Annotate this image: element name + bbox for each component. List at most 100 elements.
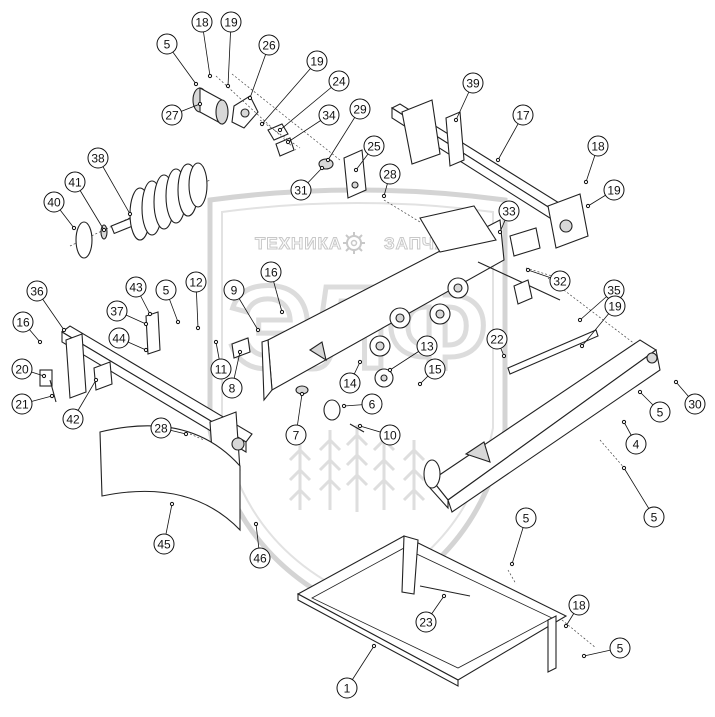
callout-c27: 27 <box>161 101 203 126</box>
callout-bubble <box>258 34 280 56</box>
callout-c18b: 18 <box>583 135 609 185</box>
pulley-6 <box>323 399 341 421</box>
watermark-text-left: ТЕХНИКА <box>255 234 342 253</box>
leader-dot <box>197 101 203 107</box>
callout-label: 15 <box>428 363 442 377</box>
leader-dot <box>381 193 387 199</box>
leader-dot <box>93 377 99 383</box>
callout-bubble <box>684 393 706 415</box>
callout-label: 8 <box>229 382 236 396</box>
callout-c7: 7 <box>285 391 307 446</box>
leader-dot <box>175 319 181 325</box>
callout-label: 44 <box>112 332 126 346</box>
callout-c4: 4 <box>621 419 647 455</box>
leader-line <box>279 80 340 131</box>
callout-bubble <box>498 200 520 222</box>
callout-c12: 12 <box>185 271 207 331</box>
callout-c19c: 19 <box>585 179 625 209</box>
bolt-21 <box>49 379 57 403</box>
leader-dot <box>101 227 107 233</box>
callout-bubble <box>349 98 371 120</box>
callout-c13: 13 <box>387 335 438 373</box>
callout-c43: 43 <box>125 276 153 317</box>
leader-dot <box>61 327 67 333</box>
pulley-40 <box>75 221 93 259</box>
callout-label: 25 <box>367 140 381 154</box>
guide-rail <box>507 277 649 375</box>
callout-label: 32 <box>553 275 567 289</box>
leader-dot <box>143 321 149 327</box>
leader-line <box>227 21 232 87</box>
parts <box>39 73 661 687</box>
callout-c19b: 19 <box>259 50 328 127</box>
leader-dot <box>325 157 331 163</box>
callout-label: 5 <box>657 406 664 420</box>
leader-dot <box>341 403 347 409</box>
callout-c17: 17 <box>495 104 534 163</box>
callout-c26: 26 <box>247 34 280 101</box>
callout-label: 19 <box>310 55 324 69</box>
callout-c41: 41 <box>64 171 107 233</box>
callout-bubble <box>43 191 65 213</box>
beam36-left-bracket <box>65 333 87 399</box>
leader-dot <box>195 325 201 331</box>
frame1-leg <box>547 615 557 673</box>
callout-label: 9 <box>231 284 238 298</box>
beam-right-bearing <box>559 219 573 233</box>
callout-c5a: 5 <box>156 33 199 87</box>
cross-beam-17 <box>390 99 589 249</box>
callout-bubble <box>11 358 33 380</box>
leader-dot <box>143 347 149 353</box>
plate-37 <box>145 311 161 355</box>
leader-dot <box>621 419 627 425</box>
callout-c42: 42 <box>62 377 99 430</box>
leader-dot <box>495 157 501 163</box>
callout-c36: 36 <box>26 280 67 333</box>
leader-dot <box>255 327 261 333</box>
callout-c19a: 19 <box>220 11 242 89</box>
callout-c39: 39 <box>453 72 484 123</box>
callout-c20: 20 <box>11 358 47 380</box>
leader-dot <box>501 353 507 359</box>
callout-c44: 44 <box>108 327 149 353</box>
leader-dot <box>357 423 363 429</box>
callout-c9: 9 <box>223 279 261 333</box>
callout-c5b: 5 <box>155 279 181 325</box>
motor-face <box>215 99 229 125</box>
callout-label: 19 <box>224 16 238 30</box>
callout-label: 18 <box>572 599 586 613</box>
callout-bubble <box>424 358 446 380</box>
leader-dot <box>237 349 243 355</box>
bushing-20 <box>39 369 53 387</box>
frame-right-wheel <box>423 459 441 489</box>
leader-dot <box>169 501 175 507</box>
callout-label: 37 <box>110 305 124 319</box>
callout-bubble <box>512 104 534 126</box>
bracket-25 <box>343 149 367 199</box>
roller-assembly <box>69 162 211 259</box>
leader-dot <box>417 381 423 387</box>
callout-bubble <box>604 295 626 317</box>
callout-bubble <box>150 417 172 439</box>
callout-bubble <box>462 72 484 94</box>
watermark-wheat <box>288 425 426 512</box>
callout-bubble <box>191 11 213 33</box>
bracket-39 <box>445 111 465 167</box>
coupling-33 <box>509 227 541 257</box>
leader-dot <box>497 229 503 235</box>
callout-bubble <box>587 135 609 157</box>
callout-label: 31 <box>294 184 308 198</box>
leader-dot <box>583 179 589 185</box>
frame-right-cutout <box>464 441 491 463</box>
callout-bubble <box>221 377 243 399</box>
leader-dot <box>673 379 679 385</box>
leader-dot <box>183 431 189 437</box>
callout-bubble <box>515 507 537 529</box>
callout-c25: 25 <box>353 135 385 173</box>
callout-c40: 40 <box>43 191 77 231</box>
leader-dot <box>509 561 515 567</box>
callout-label: 16 <box>264 266 278 280</box>
callout-label: 19 <box>608 300 622 314</box>
leader-dot <box>37 339 43 345</box>
callout-bubble <box>568 594 590 616</box>
